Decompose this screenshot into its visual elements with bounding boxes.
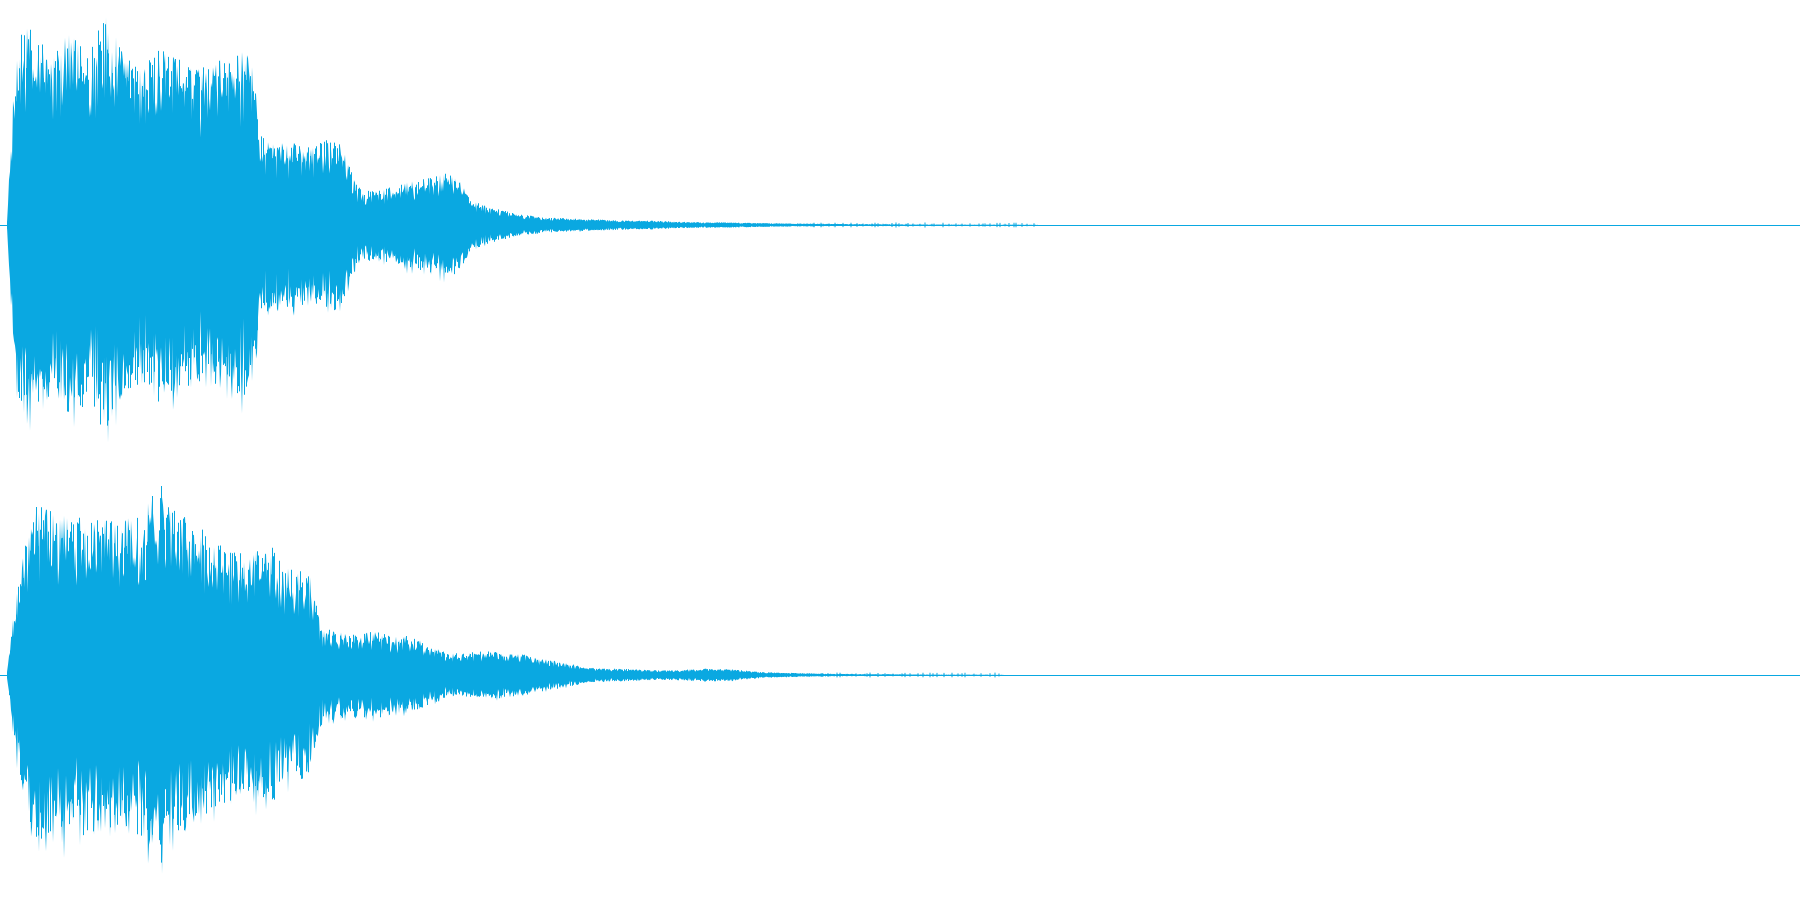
- waveform-peaks: [8, 486, 1002, 863]
- waveform-tail: [813, 672, 1000, 678]
- waveform-body: [7, 17, 1046, 443]
- channel-1-track[interactable]: [0, 17, 1800, 443]
- waveform-tail: [813, 222, 1035, 228]
- channel-2-track[interactable]: [0, 486, 1800, 874]
